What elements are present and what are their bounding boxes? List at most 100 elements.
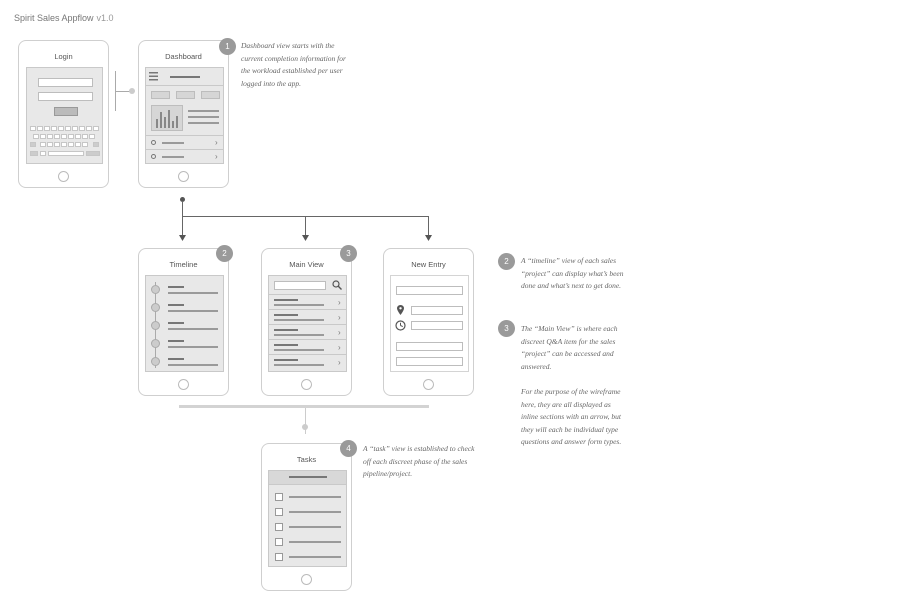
main-view-screen: › › › › › <box>268 275 347 372</box>
home-button <box>58 171 69 182</box>
merge-bar <box>179 405 429 408</box>
dashboard-header <box>146 68 223 86</box>
timeline-wireframe: Timeline <box>138 248 229 396</box>
note-timeline: A “timeline” view of each sales “project… <box>521 256 624 290</box>
checkbox-icon[interactable] <box>275 523 283 531</box>
entry-field[interactable] <box>396 286 463 295</box>
qa-item[interactable]: › <box>269 355 346 371</box>
step-badge-2: 2 <box>216 245 233 262</box>
clock-icon <box>395 320 406 331</box>
login-wireframe: Login <box>18 40 109 188</box>
login-screen <box>26 67 103 164</box>
dashboard-list-item[interactable]: › <box>146 135 223 150</box>
document-title-text: Spirit Sales Appflow <box>14 13 94 23</box>
checkbox-icon[interactable] <box>275 508 283 516</box>
location-field[interactable] <box>411 306 463 315</box>
connector-dot <box>302 424 308 430</box>
step-badge-2: 2 <box>498 253 515 270</box>
password-field[interactable] <box>38 92 93 101</box>
dashboard-list-item[interactable]: › <box>146 150 223 164</box>
flow-connector-new <box>428 216 429 237</box>
dashboard-screen: › › <box>145 67 224 164</box>
arrow-down-icon <box>179 235 186 241</box>
arrow-down-icon <box>425 235 432 241</box>
step-badge-3: 3 <box>340 245 357 262</box>
tasks-connector <box>305 408 306 434</box>
new-entry-wireframe: New Entry <box>383 248 474 396</box>
timeline-node[interactable] <box>151 303 160 312</box>
login-side-bracket <box>115 71 116 111</box>
chevron-right-icon: › <box>215 138 218 147</box>
step-badge-1: 1 <box>219 38 236 55</box>
flow-connector-vertical <box>182 201 183 237</box>
version-label: v1.0 <box>96 13 114 23</box>
note-main-view: The “Main View” is where each discreet Q… <box>521 324 618 371</box>
summary-tile[interactable] <box>151 91 170 99</box>
location-pin-icon <box>397 305 404 315</box>
entry-field[interactable] <box>396 357 463 366</box>
screen-title: Timeline <box>169 260 198 269</box>
chevron-right-icon: › <box>338 298 341 307</box>
flow-connector-main <box>305 216 306 237</box>
chevron-right-icon: › <box>338 313 341 322</box>
chevron-right-icon: › <box>215 152 218 161</box>
home-button <box>301 379 312 390</box>
screen-title: Main View <box>289 260 324 269</box>
screen-title: Dashboard <box>165 52 202 61</box>
home-button <box>178 171 189 182</box>
dashboard-wireframe: Dashboard › › <box>138 40 229 188</box>
screen-title: Tasks <box>296 455 317 464</box>
note-tasks: A “task” view is established to check of… <box>363 444 475 478</box>
new-entry-screen <box>390 275 469 372</box>
hamburger-icon[interactable] <box>149 72 158 81</box>
timeline-node[interactable] <box>151 339 160 348</box>
step-badge-4: 4 <box>340 440 357 457</box>
search-icon[interactable] <box>332 280 342 290</box>
checkbox-icon[interactable] <box>275 493 283 501</box>
task-item[interactable] <box>269 505 346 519</box>
note-dashboard: Dashboard view starts with the current c… <box>241 41 346 88</box>
step-badge-3: 3 <box>498 320 515 337</box>
qa-item[interactable]: › <box>269 295 346 310</box>
search-bar <box>269 276 346 295</box>
entry-field[interactable] <box>396 342 463 351</box>
completion-chart <box>151 105 183 131</box>
flow-origin-dot <box>180 197 185 202</box>
summary-tile[interactable] <box>176 91 195 99</box>
home-button <box>301 574 312 585</box>
tasks-header <box>269 471 346 485</box>
login-dashboard-connector <box>115 91 132 92</box>
tasks-screen <box>268 470 347 567</box>
qa-item[interactable]: › <box>269 340 346 355</box>
note-main-view-detail: For the purpose of the wireframe here, t… <box>521 387 622 446</box>
time-field[interactable] <box>411 321 463 330</box>
chevron-right-icon: › <box>338 358 341 367</box>
main-view-wireframe: Main View › › › › › <box>261 248 352 396</box>
chevron-right-icon: › <box>338 343 341 352</box>
task-item[interactable] <box>269 535 346 549</box>
checkbox-icon[interactable] <box>275 553 283 561</box>
timeline-screen <box>145 275 224 372</box>
checkbox-icon[interactable] <box>275 538 283 546</box>
username-field[interactable] <box>38 78 93 87</box>
connector-dot <box>129 88 135 94</box>
login-button[interactable] <box>54 107 78 116</box>
qa-item[interactable]: › <box>269 310 346 325</box>
qa-item[interactable]: › <box>269 325 346 340</box>
task-item[interactable] <box>269 550 346 564</box>
search-input[interactable] <box>274 281 326 290</box>
timeline-node[interactable] <box>151 357 160 366</box>
timeline-node[interactable] <box>151 285 160 294</box>
chevron-right-icon: › <box>338 328 341 337</box>
arrow-down-icon <box>302 235 309 241</box>
task-item[interactable] <box>269 490 346 504</box>
home-button <box>178 379 189 390</box>
timeline-node[interactable] <box>151 321 160 330</box>
tasks-wireframe: Tasks <box>261 443 352 591</box>
screen-title: Login <box>54 52 73 61</box>
task-item[interactable] <box>269 520 346 534</box>
home-button <box>423 379 434 390</box>
summary-tile[interactable] <box>201 91 220 99</box>
screen-title: New Entry <box>411 260 446 269</box>
